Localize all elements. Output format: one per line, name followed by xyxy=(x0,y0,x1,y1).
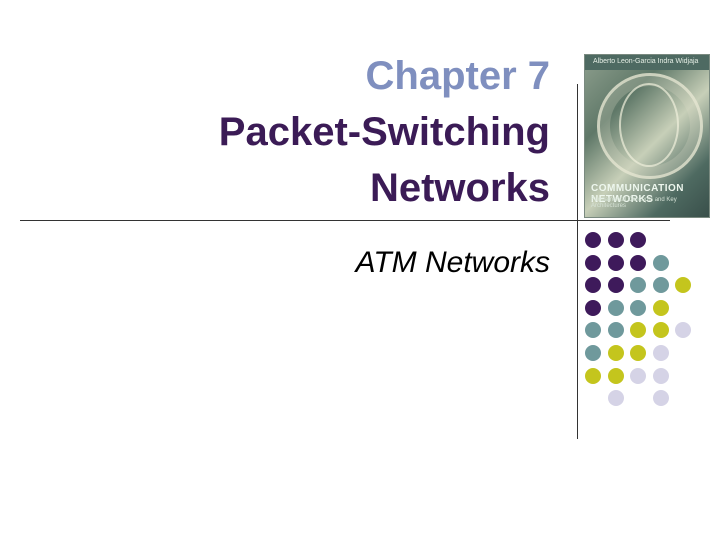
horizontal-divider xyxy=(20,220,670,221)
dot-teal xyxy=(630,299,647,316)
cover-globe-graphic xyxy=(597,73,703,179)
dot-purple xyxy=(585,277,601,294)
dot-purple xyxy=(585,299,601,316)
dot-lavender xyxy=(652,390,669,407)
dot-purple xyxy=(630,232,647,248)
title-line-chapter: Chapter 7 xyxy=(365,54,551,98)
dot-olive xyxy=(652,299,669,316)
dot-purple xyxy=(607,232,624,248)
dot-lavender xyxy=(675,322,692,339)
dot-teal xyxy=(607,322,624,339)
dot-teal xyxy=(652,277,669,294)
dot-purple xyxy=(607,254,624,271)
dot-lavender xyxy=(630,367,647,384)
dot-teal xyxy=(652,254,669,271)
dot-olive xyxy=(630,345,647,361)
slide-title: Chapter 7 Packet-Switching Networks xyxy=(219,48,550,216)
dot-purple xyxy=(585,232,601,248)
cover-title: COMMUNICATION NETWORKS xyxy=(591,183,684,205)
dot-purple xyxy=(607,277,624,294)
dot-lavender xyxy=(607,390,624,407)
cover-globe-inner xyxy=(619,83,679,167)
cover-subtitle: Fundamental Concepts and Key Architectur… xyxy=(591,197,677,209)
dot-teal xyxy=(607,299,624,316)
dot-purple xyxy=(630,254,647,271)
dot-teal xyxy=(585,345,601,361)
dot-lavender xyxy=(652,345,669,361)
dot-olive xyxy=(652,322,669,339)
dot-teal xyxy=(585,322,601,339)
dot-teal xyxy=(630,277,647,294)
vertical-divider xyxy=(577,84,578,439)
dot-purple xyxy=(585,254,601,271)
dot-lavender xyxy=(652,367,669,384)
title-line-topic: Packet-Switching xyxy=(218,110,550,154)
dot-olive xyxy=(607,367,624,384)
cover-authors: Alberto Leon-Garcia Indra Widjaja xyxy=(593,58,699,65)
book-cover-image: Alberto Leon-Garcia Indra Widjaja COMMUN… xyxy=(584,54,710,218)
dot-olive xyxy=(630,322,647,339)
slide-subtitle: ATM Networks xyxy=(355,246,550,279)
dot-olive xyxy=(607,345,624,361)
cover-top-band xyxy=(585,55,709,70)
dot-olive xyxy=(675,277,692,294)
title-line-topic-cont: Networks xyxy=(369,166,550,210)
dot-olive xyxy=(585,367,601,384)
